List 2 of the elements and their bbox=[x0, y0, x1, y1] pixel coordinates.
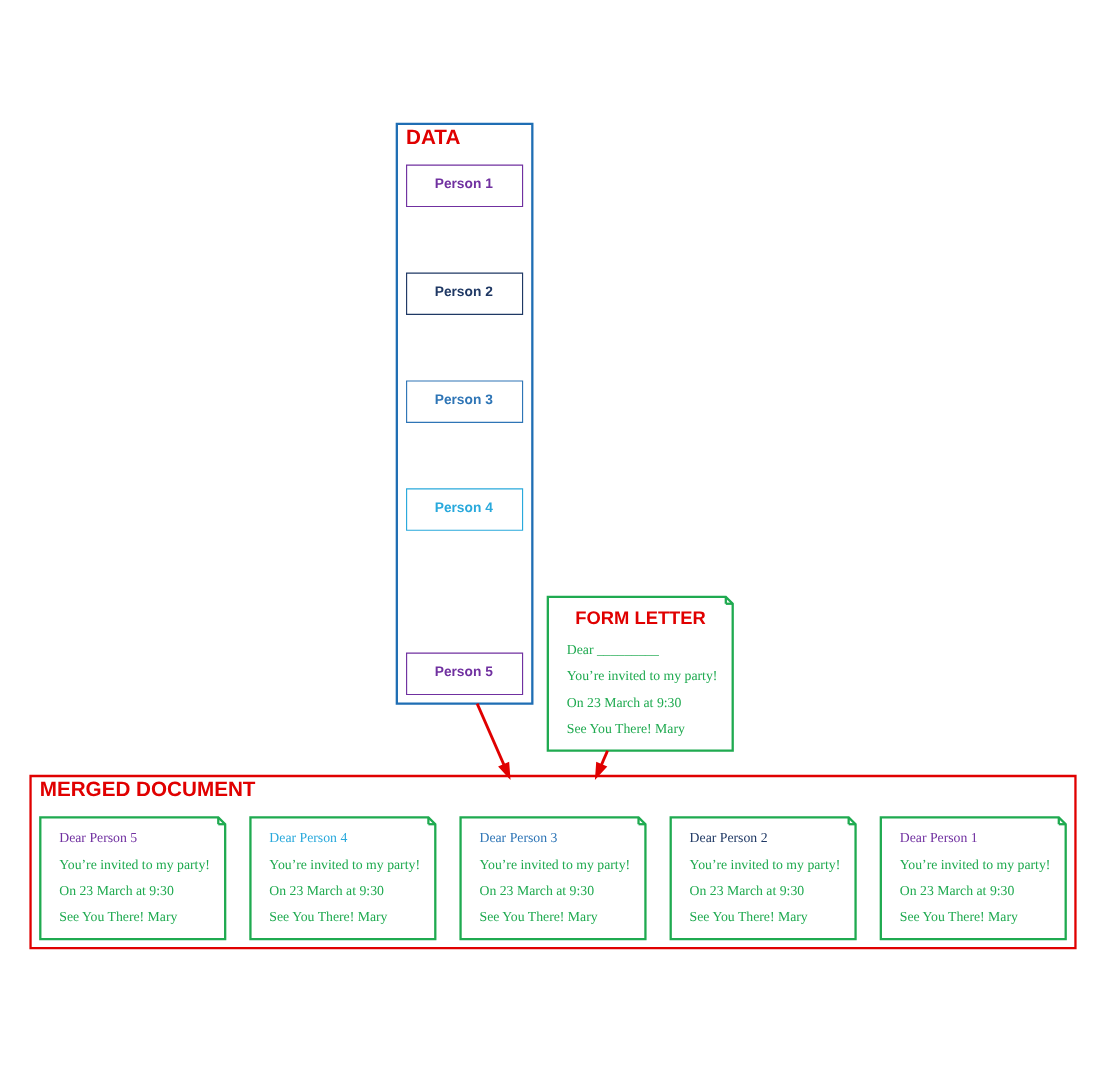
arrow bbox=[475, 703, 511, 780]
arrow bbox=[594, 750, 609, 780]
